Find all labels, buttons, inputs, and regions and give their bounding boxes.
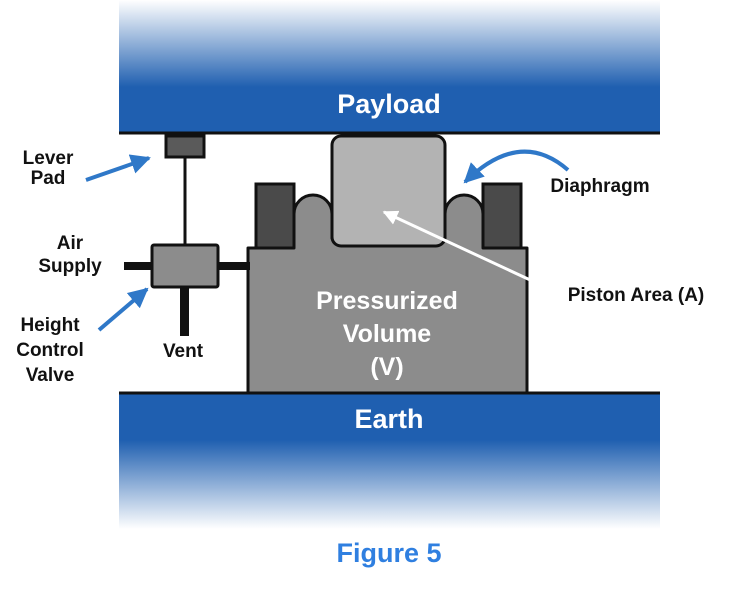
vent-label: Vent (163, 341, 204, 362)
diaphragm-label: Diaphragm (550, 176, 649, 197)
height-control-valve (150, 243, 220, 289)
payload-block (119, 0, 660, 134)
earth-block (119, 392, 660, 529)
lever-pad-arrow (85, 154, 151, 182)
air-supply-label-1: Air (57, 233, 84, 254)
pressurized-line-2: Volume (343, 320, 432, 348)
figure-caption: Figure 5 (336, 538, 441, 568)
payload-label: Payload (337, 89, 441, 119)
height-control-valve-label-3: Valve (26, 365, 75, 386)
right-post (481, 182, 523, 250)
pressurized-line-1: Pressurized (316, 287, 458, 315)
height-control-valve-arrow (97, 287, 149, 332)
piston (330, 134, 447, 248)
diaphragm-arrow (463, 149, 570, 184)
height-control-valve-label-1: Height (20, 315, 80, 336)
lever-pad-label-1: Lever (23, 148, 74, 169)
air-supply-label-2: Supply (38, 256, 102, 277)
earth-label: Earth (354, 404, 423, 434)
vent-line (180, 280, 189, 336)
lever-pad (164, 134, 206, 159)
lever-pad-label-2: Pad (31, 168, 66, 189)
pressurized-line-3: (V) (370, 353, 403, 381)
piston-area-arrow (382, 210, 557, 294)
piston-area-label: Piston Area (A) (568, 285, 705, 306)
left-post (254, 182, 296, 250)
height-control-valve-label-2: Control (16, 340, 84, 361)
